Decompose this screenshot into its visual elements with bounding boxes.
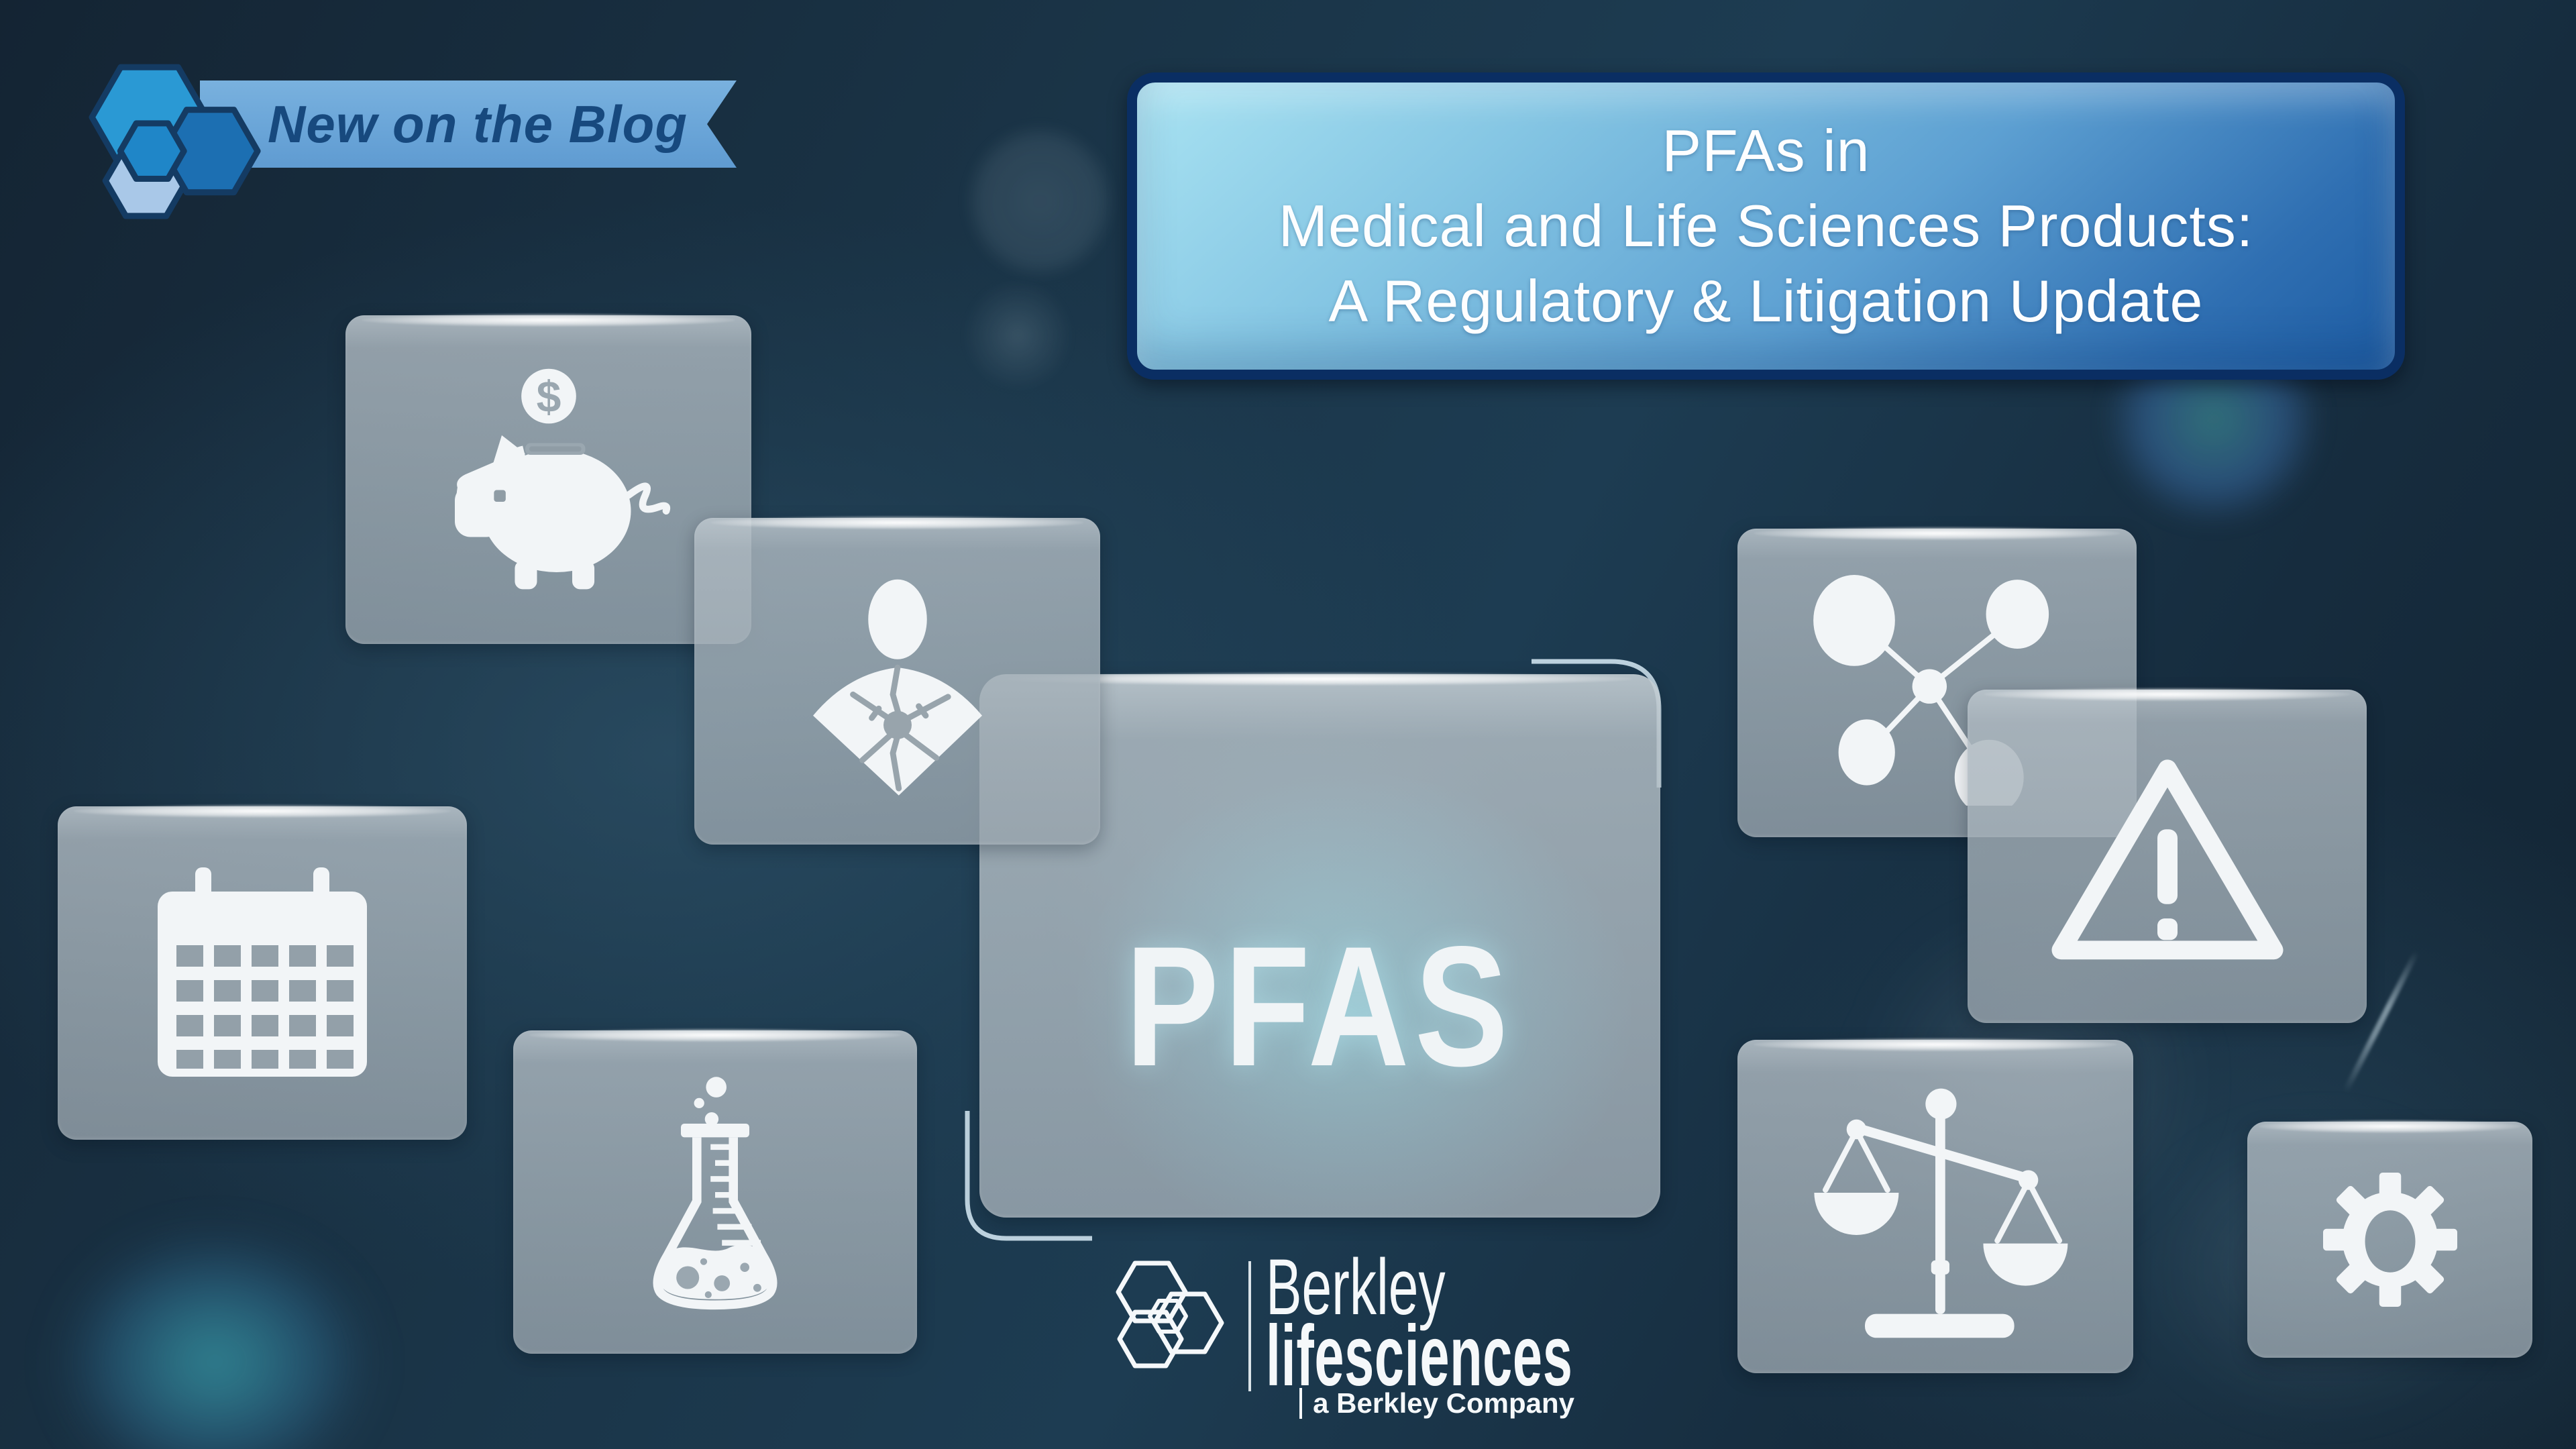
title-line-3: A Regulatory & Litigation Update (1328, 268, 2204, 334)
gear-icon (2322, 1173, 2457, 1307)
person-broken-body-icon (812, 579, 982, 796)
pfas-label: PFAS (1126, 910, 1514, 1102)
title-line-1: PFAs in (1662, 117, 1870, 184)
tile-savings: $ (345, 315, 751, 644)
gray-bokeh-small (949, 265, 1087, 406)
tile-warning (1968, 690, 2367, 1023)
piggy-bank-savings-icon: $ (454, 368, 670, 590)
tagline-bar (1299, 1388, 1303, 1419)
chemistry-flask-icon (653, 1077, 777, 1310)
warning-triangle-icon (2051, 759, 2283, 959)
logo-hexagons-icon (1116, 1260, 1224, 1368)
tagline-text: a Berkley Company (1313, 1387, 1574, 1419)
tile-person-injury (694, 518, 1100, 845)
gray-bokeh-large (943, 101, 1137, 302)
logo-division-text: lifesciences (1266, 1308, 1573, 1404)
logo-wordmark: Berkley lifesciences (1266, 1243, 1761, 1404)
logo-brand-text: Berkley (1266, 1243, 1446, 1332)
logo-tagline: a Berkley Company (1299, 1387, 1574, 1419)
corner-bracket-bottom-left (965, 1111, 1092, 1241)
berkley-lifesciences-logo: Berkley lifesciences a Berkley Company (1110, 1248, 1593, 1428)
title-line-2: Medical and Life Sciences Products: (1278, 193, 2254, 259)
tile-flask (513, 1030, 917, 1354)
tile-scales (1737, 1040, 2133, 1373)
ribbon-label: New on the Blog (268, 94, 688, 154)
dollar-sign-glyph: $ (536, 372, 561, 422)
blog-hexagon-logo (89, 64, 261, 219)
post-title-card: PFAs in Medical and Life Sciences Produc… (1127, 72, 2405, 380)
new-on-blog-ribbon: New on the Blog (200, 80, 737, 168)
calendar-icon (158, 867, 367, 1077)
bottom-left-teal-glow (7, 1187, 423, 1449)
tile-gear (2247, 1122, 2532, 1358)
scales-of-justice-icon (1814, 1088, 2068, 1338)
logo-divider (1248, 1261, 1251, 1391)
tile-calendar (58, 806, 467, 1140)
